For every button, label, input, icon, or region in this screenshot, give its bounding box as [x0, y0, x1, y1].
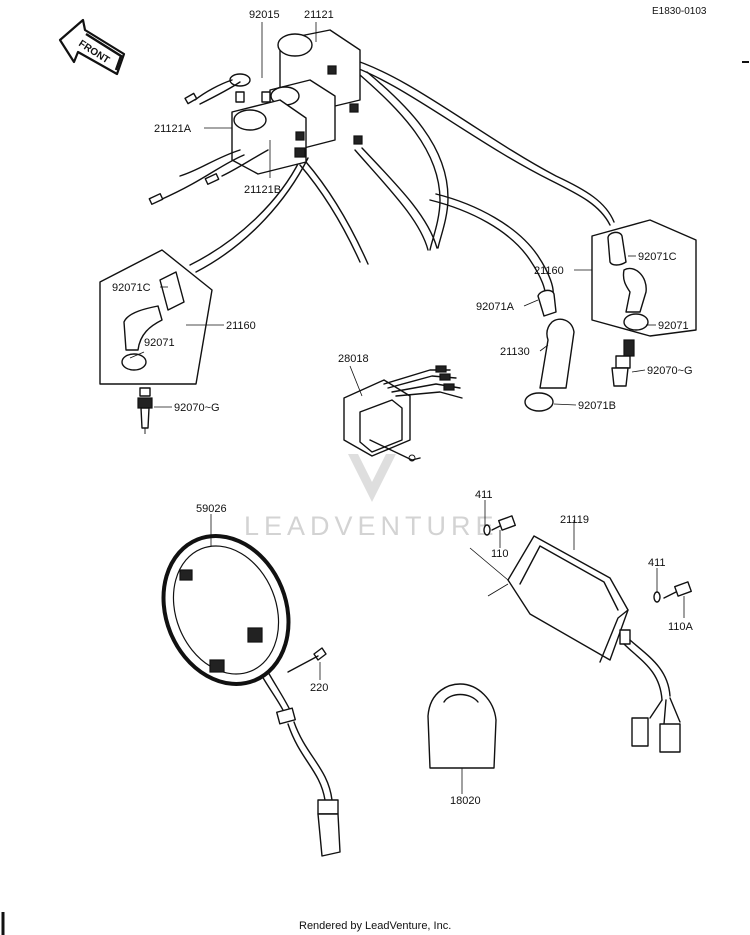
- label-411-upper: 411: [475, 489, 493, 501]
- label-92071A: 92071A: [476, 301, 515, 313]
- leader-lines: [129, 22, 685, 794]
- label-21121: 21121: [304, 9, 334, 21]
- label-21160-left: 21160: [226, 320, 256, 332]
- label-21160-right: 21160: [534, 265, 564, 277]
- plug-cap-21130: [524, 289, 575, 412]
- label-92071-left: 92071: [144, 337, 175, 349]
- watermark: LEADVENTURE: [244, 454, 499, 541]
- label-21121A: 21121A: [154, 123, 192, 135]
- label-411-right: 411: [648, 557, 666, 569]
- screw-110-icon: [483, 515, 516, 536]
- spark-plug-left-icon: [137, 387, 153, 434]
- front-arrow-icon: FRONT: [58, 18, 126, 76]
- label-92015: 92015: [249, 9, 280, 21]
- label-92071-right: 92071: [658, 320, 689, 332]
- label-21121B: 21121B: [244, 184, 281, 196]
- relay-28018: [343, 365, 463, 462]
- label-59026: 59026: [196, 503, 227, 515]
- igniter-21119: [469, 535, 681, 753]
- label-18020: 18020: [450, 795, 481, 807]
- label-92070G-left: 92070~G: [174, 402, 220, 414]
- watermark-text: LEADVENTURE: [244, 511, 499, 541]
- ignition-coils: [148, 29, 615, 297]
- label-220: 220: [310, 682, 328, 694]
- pickup-coil-59026: [161, 534, 341, 857]
- label-92071C-right: 92071C: [638, 251, 677, 263]
- right-plug-cap-group: [591, 219, 697, 387]
- diagram-ref-code: E1830-0103: [652, 6, 707, 17]
- spark-plug-right-icon: [611, 339, 635, 387]
- part-labels: 92015 21121 21121A 21121B 92071C 21160 9…: [112, 9, 694, 807]
- footer-credit: Rendered by LeadVenture, Inc.: [299, 920, 451, 932]
- label-28018: 28018: [338, 353, 369, 365]
- screw-110A-icon: [653, 581, 692, 603]
- label-21130: 21130: [500, 346, 530, 358]
- label-110: 110: [491, 548, 509, 560]
- watermark-logo-icon: [348, 454, 396, 502]
- cover-18020: [427, 683, 497, 769]
- label-110A: 110A: [668, 621, 694, 633]
- label-92070G-right: 92070~G: [647, 365, 693, 377]
- label-92071B: 92071B: [578, 400, 616, 412]
- left-plug-cap-group: [99, 249, 213, 434]
- label-92071C-left: 92071C: [112, 282, 151, 294]
- label-21119: 21119: [560, 514, 589, 526]
- bolt-220-icon: [287, 647, 327, 673]
